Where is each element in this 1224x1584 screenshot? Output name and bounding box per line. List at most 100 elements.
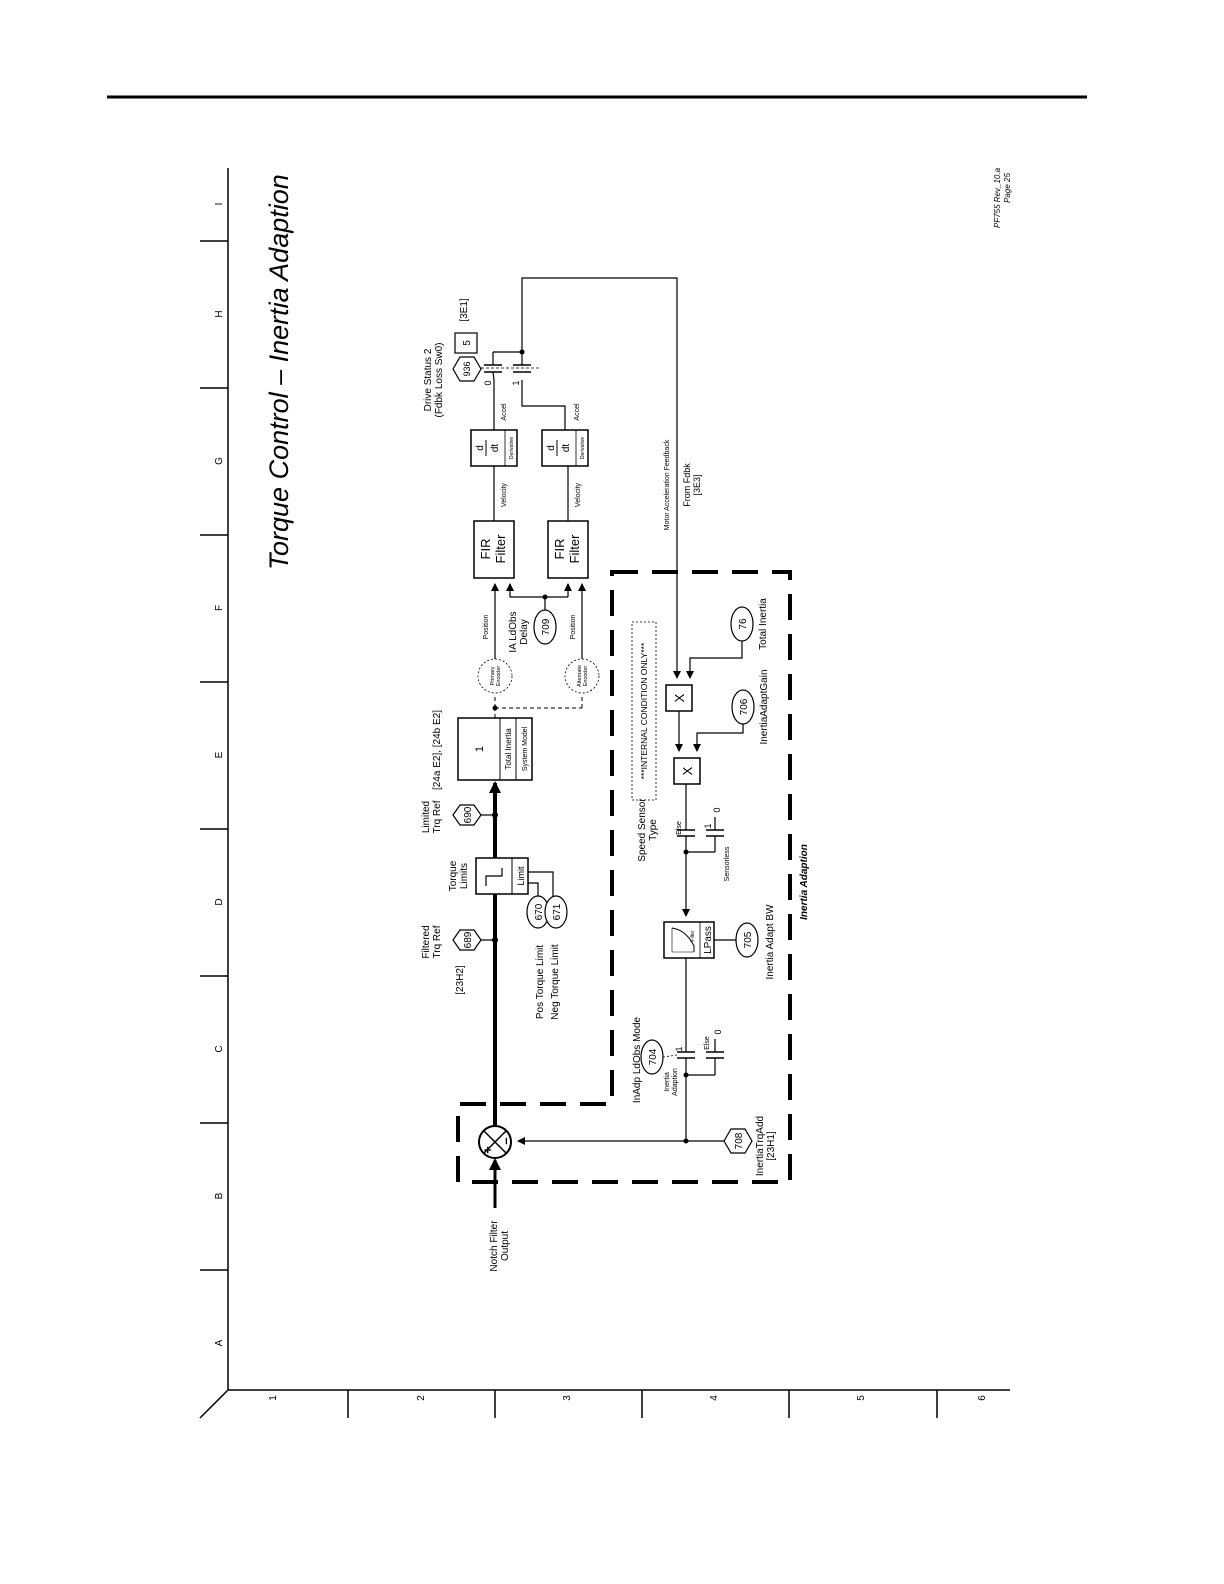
col-5: 5: [856, 1395, 867, 1401]
sensorless-label: Sensorless: [724, 846, 731, 881]
zero-1-label: 0: [712, 807, 722, 812]
primary-encoder: [477, 658, 513, 694]
inertia-adapt-bw-label: Inertia Adapt BW: [765, 904, 776, 980]
limited-trq-ref-label: LimitedTrq Ref: [421, 800, 443, 833]
inertia-feedback-line: [517, 1075, 687, 1145]
internal-condition-label: ***INTERNAL CONDITION ONLY***: [639, 642, 649, 779]
param-936-hex: [452, 356, 482, 382]
inertia-adaption-sw-label: InertiaAdaption: [664, 1068, 679, 1096]
sum-minus: –: [498, 1137, 513, 1144]
system-model-line2: System Model: [522, 726, 529, 771]
inertia-adaption-region-label: Inertia Adaption: [799, 844, 810, 920]
row-A: A: [214, 1339, 225, 1346]
system-model-value: 1: [474, 746, 486, 752]
inertia-trq-add-label: InertiaTrqAdd[23H1]: [755, 1116, 777, 1176]
row-H: H: [214, 310, 225, 317]
param-706: 706: [739, 698, 750, 715]
row-E: E: [214, 751, 225, 758]
alternate-encoder-label: AlternateEncoder: [577, 665, 589, 687]
derivative-block-2: d dt Derivative: [541, 429, 589, 467]
from-fdbk-label: From Fdbk[3E3]: [682, 463, 702, 507]
param-690: 690: [463, 806, 474, 823]
param-670: 670: [534, 903, 545, 920]
drive-status-label: Drive Status 2(Fdbk Loss Sw0): [423, 342, 445, 417]
param-704: 704: [648, 1048, 659, 1065]
deriv-2-num: d: [546, 445, 557, 451]
one-2-label: 1: [674, 1046, 684, 1051]
row-G: G: [214, 457, 225, 465]
row-I: I: [214, 203, 225, 206]
fdbk-loss-switch: [476, 351, 540, 373]
deriv-1-sub: Derivative: [509, 437, 515, 459]
notch-filter-label: Notch FilterOutput: [489, 1220, 511, 1272]
encoder-dashed-link: [494, 694, 583, 718]
position-1-label: Position: [483, 614, 490, 639]
summing-junction: + –: [478, 1125, 513, 1159]
inertia-adaption-region: [456, 570, 792, 1184]
deriv-2-sub: Derivative: [580, 437, 586, 459]
param-708: 708: [734, 1132, 745, 1149]
inertia-adapt-gain-label: InertiaAdaptGain: [759, 669, 770, 744]
torque-limit-links: [528, 871, 554, 900]
param-936: 936: [462, 361, 472, 376]
param-709: 709: [541, 618, 552, 635]
param-76: 76: [738, 618, 749, 630]
primary-encoder-label: PrimaryEncoder: [490, 666, 502, 687]
deriv-2-den: dt: [561, 444, 572, 453]
accel-1-label: Accel: [501, 403, 508, 421]
torque-limits-inner: Limit: [516, 866, 526, 886]
velocity-1-label: Velocity: [501, 482, 508, 507]
switch-0-label: 0: [483, 380, 493, 385]
torque-limits-block: Limit: [475, 857, 529, 895]
row-letters: A B C D E F G H I: [214, 203, 225, 1347]
column-numbers: 1 2 3 4 5 6: [268, 1395, 988, 1401]
switch-1-label: 1: [511, 380, 521, 385]
accel-1-line: [492, 371, 495, 430]
ia-ldobs-delay-label: IA LdObsDelay: [508, 611, 530, 652]
row-D: D: [214, 898, 225, 905]
fir-filter-2: FIRFilter: [547, 520, 589, 579]
sum-plus: +: [480, 1146, 495, 1154]
lpass-filter: Filter LPass: [663, 921, 715, 959]
position-2-label: Position: [570, 614, 577, 639]
lpass-label: LPass: [703, 926, 714, 954]
fir-filter-2-text: FIRFilter: [552, 534, 582, 564]
multiplier-2-label: X: [680, 766, 695, 775]
param-689: 689: [463, 931, 474, 948]
status-box: [454, 332, 478, 354]
accel-2-label: Accel: [574, 403, 581, 421]
multiplier-1: [665, 684, 693, 712]
row-F: F: [214, 605, 225, 611]
col-4: 4: [709, 1395, 720, 1401]
else-2-label: Else: [704, 1036, 711, 1050]
zero-2-label: 0: [713, 1029, 723, 1034]
param-706-link: [693, 724, 744, 752]
status-box-value: 5: [462, 340, 473, 346]
revision-label: PF755 Rev_10.a: [993, 167, 1002, 228]
ref-3e1: [3E1]: [459, 298, 470, 322]
row-C: C: [214, 1045, 225, 1052]
else-1-label: Else: [676, 821, 683, 835]
torque-limits-label: TorqueLimits: [448, 860, 470, 891]
fir-filter-1-text: FIRFilter: [478, 534, 508, 564]
row-B: B: [214, 1192, 225, 1199]
inadp-switch: [677, 1039, 724, 1076]
fir-filter-1: FIRFilter: [473, 520, 515, 579]
pos-torque-limit-label: Pos Torque Limit: [535, 945, 546, 1020]
system-model-line1: Total Inertia: [504, 728, 513, 770]
param-708-hex: [723, 1128, 753, 1154]
ref-24: [24a E2], [24b E2]: [432, 710, 443, 790]
col-6: 6: [977, 1395, 988, 1401]
alternate-encoder: [564, 658, 600, 694]
one-1-label: 1: [703, 823, 713, 828]
col-1: 1: [268, 1395, 279, 1401]
param-76-link: [686, 641, 743, 679]
inadp-mode-label: InAdp LdObs Mode: [632, 1016, 643, 1103]
deriv-1-den: dt: [490, 444, 501, 453]
deriv-1-num: d: [475, 445, 486, 451]
multiplier-2: [673, 757, 701, 785]
filtered-trq-ref-label: FilteredTrq Ref: [421, 925, 443, 958]
col-2: 2: [416, 1395, 427, 1401]
speed-sensor-label: Speed SensorType: [637, 798, 659, 862]
velocity-2-label: Velocity: [575, 482, 582, 507]
